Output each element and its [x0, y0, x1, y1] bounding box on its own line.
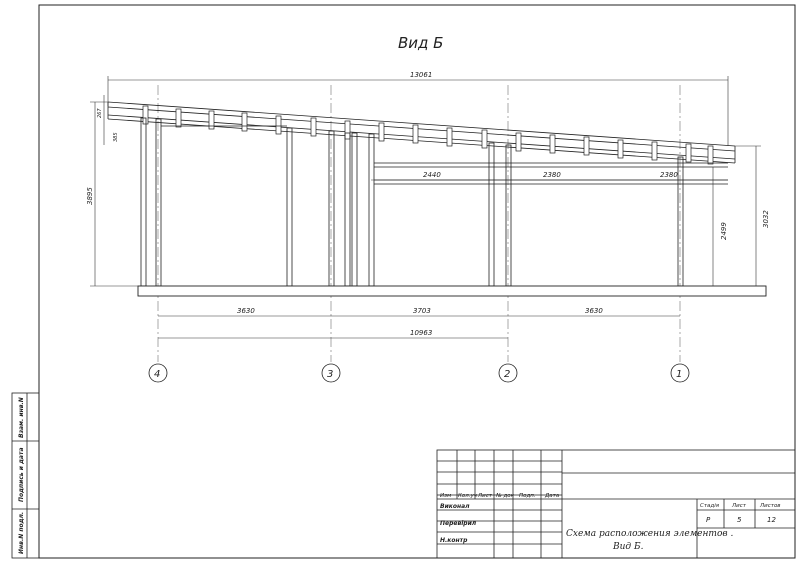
- stamp-sign-date: Подпись и дата: [18, 448, 25, 503]
- dim-bay-1: 3630: [237, 307, 255, 315]
- tb-stage-value: Р: [706, 516, 711, 524]
- tb-sheet-label: Лист: [731, 503, 747, 509]
- dim-bay-3: 3630: [585, 307, 603, 315]
- tb-sheet-value: 5: [737, 516, 742, 524]
- title-block: [436, 449, 796, 559]
- dim-overall-bottom: 10963: [410, 329, 432, 337]
- sheet-frame: [38, 4, 796, 559]
- tb-header-kolich: Кол.уч: [458, 493, 478, 499]
- dim-right-height-b: 3032: [762, 210, 770, 228]
- roof-purlins: [142, 105, 714, 165]
- stamp-inv-repl: Взам. инв.N: [18, 397, 25, 438]
- base-slab: [137, 285, 767, 297]
- dim-inner-span-c: 2380: [660, 171, 678, 179]
- side-stamp: [11, 392, 40, 559]
- axis-label-2: 2: [504, 369, 510, 380]
- dim-overall-top: 13061: [410, 71, 432, 79]
- tb-header-podp: Подп.: [519, 493, 536, 499]
- dim-left-height: 3895: [86, 187, 94, 205]
- tb-sheets-label: Листов: [759, 503, 781, 509]
- tb-header-ndok: № док: [495, 493, 515, 499]
- dimension-overall-top: [107, 76, 729, 146]
- tb-title-line2: Вид Б.: [612, 542, 644, 552]
- dimension-right-heights: [712, 145, 766, 287]
- tb-role-checked: Перевірил: [440, 520, 477, 527]
- tb-role-normcontrol: Н.контр: [440, 537, 468, 544]
- tb-stage-label: Стадія: [700, 503, 720, 509]
- dimension-left-height: [90, 95, 138, 287]
- axis-label-4: 4: [154, 369, 160, 380]
- dim-top-small-2: 385: [113, 132, 119, 142]
- dim-top-small-1: 267: [97, 108, 103, 118]
- axis-label-3: 3: [327, 369, 333, 380]
- roof-beams: [107, 101, 736, 164]
- axis-lines: [157, 85, 681, 362]
- dim-bay-2: 3703: [413, 307, 431, 315]
- dimension-bays: [158, 315, 680, 339]
- axis-bubbles: [148, 363, 690, 383]
- tb-header-izm: Изм: [440, 493, 451, 499]
- dim-inner-span-b: 2380: [543, 171, 561, 179]
- tb-header-data: Дата: [544, 493, 560, 499]
- tb-sheets-value: 12: [767, 516, 776, 524]
- dim-inner-span-a: 2440: [423, 171, 441, 179]
- tb-role-performed: Виконал: [440, 503, 470, 510]
- dim-right-height-a: 2499: [720, 222, 728, 240]
- tb-title-line1: Схема расположения элементов .: [566, 529, 733, 539]
- columns: [140, 117, 684, 287]
- view-title: Вид Б: [398, 34, 443, 52]
- tb-header-list: Лист: [477, 493, 493, 499]
- girts: [161, 125, 728, 185]
- axis-label-1: 1: [676, 369, 682, 380]
- stamp-inv-sub: Инв.N подл.: [18, 512, 25, 554]
